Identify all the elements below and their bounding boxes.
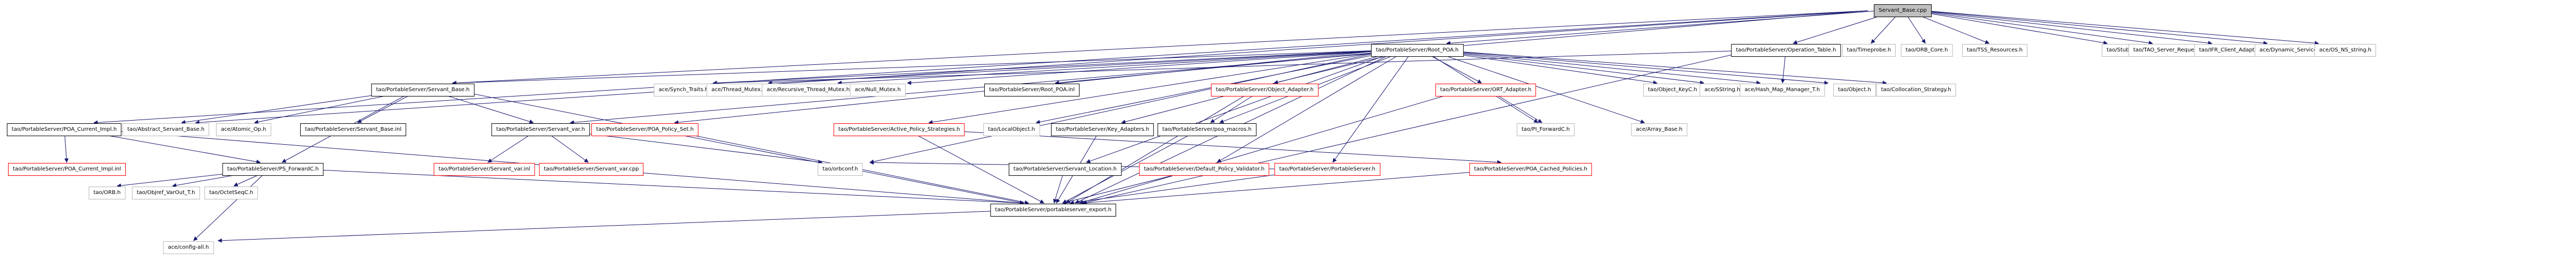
graph-node-objref_varout: tao/Objref_VarOut_T.h [132,187,200,199]
graph-node-pi_forwardc: tao/PI_ForwardC.h [1516,123,1575,136]
graph-node-key_adapters[interactable]: tao/PortableServer/Key_Adapters.h [1051,123,1154,136]
graph-node-recursive_thread_mutex: ace/Recursive_Thread_Mutex.h [762,84,855,96]
graph-node-servant_location[interactable]: tao/PortableServer/Servant_Location.h [1008,163,1122,176]
graph-node-portableserver_h[interactable]: tao/PortableServer/PortableServer.h [1274,163,1380,176]
graph-node-tao_object: tao/Object.h [1833,84,1876,96]
graph-node-poa_current_impl_inl[interactable]: tao/PortableServer/POA_Current_Impl.inl [8,163,126,176]
graph-node-ps_forwardc[interactable]: tao/PortableServer/PS_ForwardC.h [222,163,324,176]
graph-node-active_policy_strategies[interactable]: tao/PortableServer/Active_Policy_Strateg… [833,123,965,136]
graph-node-os_ns_string: ace/OS_NS_string.h [2314,44,2376,57]
graph-node-abstract_servant_base: tao/Abstract_Servant_Base.h [122,123,210,136]
graph-node-poa_cached_policies[interactable]: tao/PortableServer/POA_Cached_Policies.h [1469,163,1592,176]
graph-node-servant_base_h[interactable]: tao/PortableServer/Servant_Base.h [371,84,475,96]
graph-node-hash_map_manager: ace/Hash_Map_Manager_T.h [1739,84,1825,96]
graph-node-config_all: ace/config-all.h [163,241,214,254]
graph-node-poa_policy_set[interactable]: tao/PortableServer/POA_Policy_Set.h [591,123,699,136]
graph-node-servant_base_cpp: Servant_Base.cpp [1874,4,1932,17]
graph-node-octetseqc: tao/OctetSeqC.h [204,187,259,199]
graph-node-thread_mutex: ace/Thread_Mutex.h [706,84,771,96]
graph-node-localobject: tao/LocalObject.h [983,123,1040,136]
graph-node-servant_var_inl[interactable]: tao/PortableServer/Servant_var.inl [434,163,535,176]
graph-node-atomic_op: ace/Atomic_Op.h [216,123,271,136]
graph-node-orbconf: tao/orbconf.h [817,163,863,176]
graph-node-servant_base_inl[interactable]: tao/PortableServer/Servant_Base.inl [300,123,407,136]
graph-node-poa_macros[interactable]: tao/PortableServer/poa_macros.h [1157,123,1257,136]
graph-node-object_adapter[interactable]: tao/PortableServer/Object_Adapter.h [1211,84,1319,96]
graph-node-orb_h: tao/ORB.h [88,187,126,199]
graph-node-root_poa_h[interactable]: tao/PortableServer/Root_POA.h [1371,44,1464,57]
graph-node-default_policy_validator[interactable]: tao/PortableServer/Default_Policy_Valida… [1139,163,1270,176]
graph-node-ort_adapter[interactable]: tao/PortableServer/ORT_Adapter.h [1435,84,1537,96]
graph-node-servant_var_cpp[interactable]: tao/PortableServer/Servant_var.cpp [539,163,644,176]
graph-node-null_mutex: ace/Null_Mutex.h [850,84,906,96]
graph-node-collocation_strategy: tao/Collocation_Strategy.h [1876,84,1956,96]
graph-node-operation_table[interactable]: tao/PortableServer/Operation_Table.h [1731,44,1841,57]
graph-node-sstring: ace/SString.h [1699,84,1745,96]
graph-node-root_poa_inl[interactable]: tao/PortableServer/Root_POA.inl [984,84,1080,96]
graph-node-portableserver_export[interactable]: tao/PortableServer/portableserver_export… [990,204,1116,217]
graph-node-tss_resources: tao/TSS_Resources.h [1962,44,2027,57]
graph-node-timeprobe: tao/Timeprobe.h [1842,44,1896,57]
graph-node-object_keyc: tao/Object_KeyC.h [1643,84,1702,96]
graph-node-array_base: ace/Array_Base.h [1631,123,1688,136]
graph-node-poa_current_impl_h[interactable]: tao/PortableServer/POA_Current_Impl.h [6,123,122,136]
graph-node-synch_traits: ace/Synch_Traits.h [654,84,713,96]
graph-node-orb_core: tao/ORB_Core.h [1901,44,1953,57]
graph-node-servant_var_h[interactable]: tao/PortableServer/Servant_var.h [491,123,590,136]
